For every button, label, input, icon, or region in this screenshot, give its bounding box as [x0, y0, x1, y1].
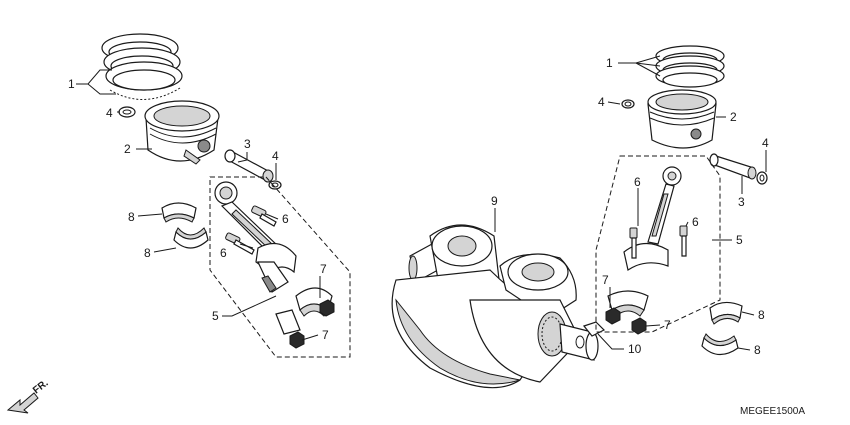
callout-right-pin-clip: 4 — [762, 136, 769, 150]
right-conrod-cap — [607, 290, 649, 317]
left-conrod-nut-b — [289, 331, 305, 349]
callout-right-clip-top: 4 — [598, 95, 605, 109]
left-conrod-bolt-b — [225, 232, 255, 255]
left-bearing-a — [161, 202, 197, 223]
right-conrod-nut-b — [631, 317, 647, 335]
callout-right-conrod: 5 — [736, 233, 743, 247]
callout-left-pin: 3 — [244, 137, 251, 151]
callout-left-piston: 2 — [124, 142, 131, 156]
left-conrod-bolt-a — [251, 205, 277, 227]
callout-left-nut-a: 7 — [320, 262, 327, 276]
callout-left-conrod: 5 — [212, 309, 219, 323]
callout-left-pin-clip: 4 — [272, 149, 279, 163]
leader-lines — [76, 55, 767, 351]
callout-left-bearing-a: 8 — [128, 210, 135, 224]
callout-left-clip-top: 4 — [106, 106, 113, 120]
right-bearing-b — [701, 333, 739, 356]
left-conrod-nut-a — [319, 299, 335, 317]
left-piston-rings — [101, 33, 183, 100]
crankshaft — [391, 224, 599, 389]
left-piston-pin — [224, 149, 274, 183]
right-pin-clip — [756, 171, 768, 185]
diagram-code: MEGEE1500A — [740, 406, 805, 417]
right-piston — [647, 89, 717, 149]
right-conrod-bolt-b — [679, 225, 688, 257]
right-conrod-nut-a — [605, 307, 621, 325]
left-connecting-rod — [214, 181, 297, 293]
callout-crank-bearing: 10 — [628, 342, 642, 356]
callout-left-piston-rings: 1 — [68, 77, 75, 91]
right-bearing-a — [709, 301, 743, 325]
callout-left-bolt-b: 6 — [220, 246, 227, 260]
left-piston-clip-top — [118, 106, 136, 118]
right-piston-rings — [655, 45, 725, 88]
callout-right-bearing-a: 8 — [758, 308, 765, 322]
left-bearing-b — [173, 227, 209, 249]
callout-right-piston: 2 — [730, 110, 737, 124]
right-piston-pin — [709, 153, 757, 180]
left-piston — [144, 100, 220, 165]
callout-right-nut-a: 7 — [602, 273, 609, 287]
right-conrod-bolt-a — [629, 227, 638, 259]
front-direction-arrow: FR. — [6, 378, 51, 414]
callout-right-bearing-b: 8 — [754, 343, 761, 357]
right-piston-clip-top — [621, 99, 635, 109]
callout-right-nut-b: 7 — [664, 318, 671, 332]
callout-right-bolt-b: 6 — [692, 215, 699, 229]
callout-left-bearing-b: 8 — [144, 246, 151, 260]
callout-left-nut-b: 7 — [322, 328, 329, 342]
right-conrod-group-box — [595, 155, 721, 333]
left-conrod-group-box — [209, 176, 351, 358]
callout-left-bolt-a: 6 — [282, 212, 289, 226]
callout-crankshaft: 9 — [491, 194, 498, 208]
callout-right-pin: 3 — [738, 195, 745, 209]
callout-right-piston-rings: 1 — [606, 56, 613, 70]
left-pin-clip — [268, 180, 282, 190]
callout-right-bolt-a: 6 — [634, 175, 641, 189]
